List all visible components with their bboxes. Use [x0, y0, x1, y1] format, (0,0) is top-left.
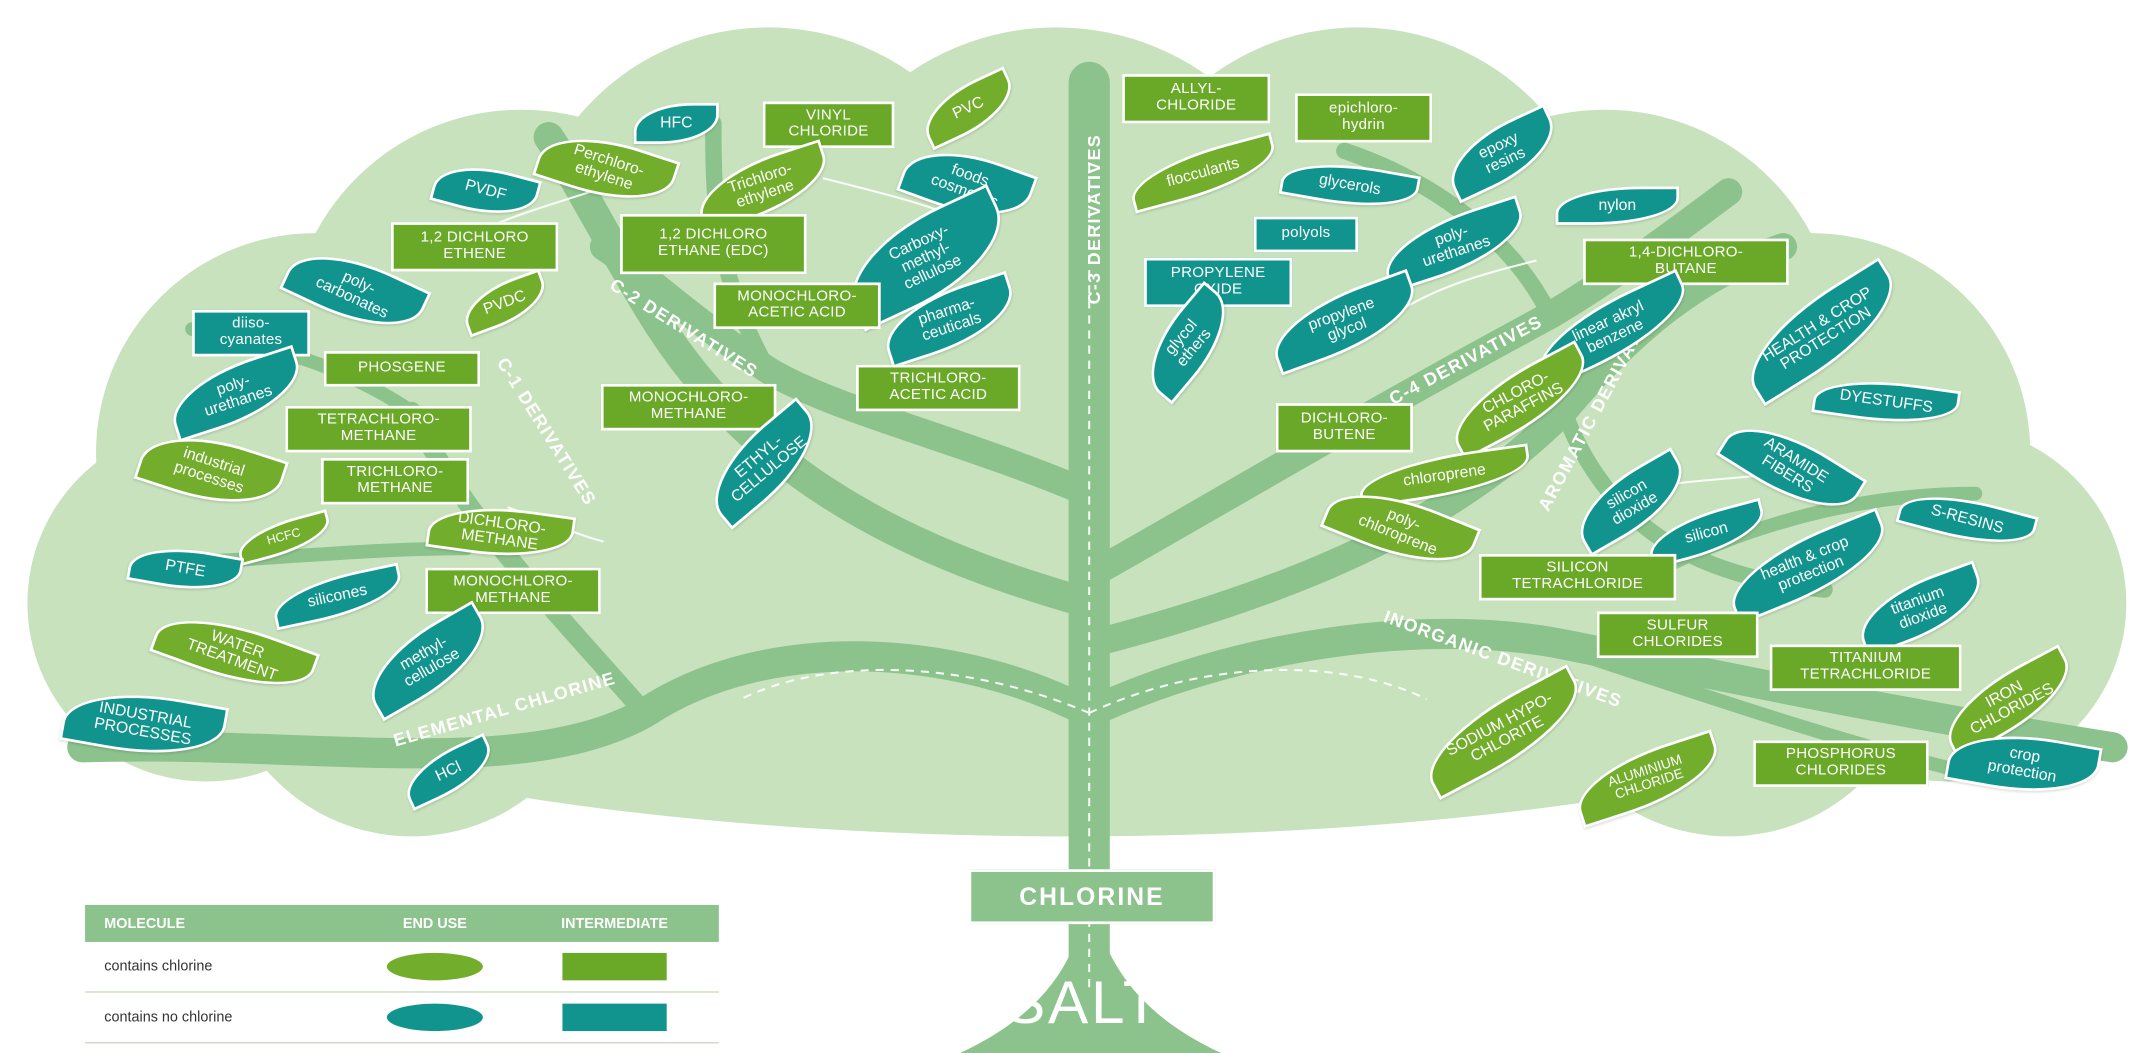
- legend-intermediate-swatch-cell: [510, 952, 719, 981]
- node-dichlorobutene: DICHLORO- BUTENE: [1275, 403, 1413, 453]
- legend-row-no-chlorine: contains no chlorine: [85, 993, 719, 1044]
- node-sulfur-chlorides: SULFUR CHLORIDES: [1596, 611, 1759, 659]
- branch-label-c3: C-3 DERIVATIVES: [1083, 133, 1105, 305]
- legend-row-label: contains no chlorine: [104, 1009, 233, 1026]
- legend-rect-swatch-teal: [562, 1003, 667, 1032]
- node-polyols: polyols: [1253, 216, 1359, 253]
- legend-header-end-use: END USE: [402, 915, 467, 932]
- node-phosgene: PHOSGENE: [323, 351, 481, 387]
- node-dichlorobutane: 1,4-DICHLORO- BUTANE: [1583, 238, 1789, 286]
- legend-rect-swatch-green: [562, 952, 667, 981]
- node-trichloroacetic: TRICHLORO- ACETIC ACID: [856, 364, 1021, 412]
- legend: MOLECULE END USE INTERMEDIATE contains c…: [85, 904, 719, 1044]
- node-trichloromethane: TRICHLORO- METHANE: [321, 457, 470, 505]
- node-monochloromethane: MONOCHLORO- METHANE: [425, 567, 601, 615]
- legend-header: MOLECULE END USE INTERMEDIATE: [85, 904, 719, 942]
- legend-leaf-swatch-teal: [386, 1003, 483, 1032]
- trunk-label: CHLORINE: [968, 869, 1216, 925]
- legend-row-label: contains chlorine: [104, 958, 213, 975]
- node-epichlorohydrin: epichloro- hydrin: [1294, 93, 1433, 143]
- node-phosphorus-chlorides: PHOSPHORUS CHLORIDES: [1753, 740, 1929, 788]
- node-monochloroacetic: MONOCHLORO- ACETIC ACID: [713, 282, 881, 330]
- node-dichloroethene: 1,2 DICHLORO ETHENE: [390, 222, 559, 272]
- node-tetrachloromethane: TETRACHLORO- METHANE: [285, 405, 472, 453]
- node-monochloromethane-top: MONOCHLORO- METHANE: [600, 383, 777, 431]
- legend-end-use-swatch-cell: [359, 1003, 510, 1032]
- node-vinyl-chloride: VINYL CHLORIDE: [762, 101, 895, 149]
- legend-header-intermediate: INTERMEDIATE: [561, 915, 669, 932]
- node-allyl-chloride: ALLYL- CHLORIDE: [1122, 74, 1271, 124]
- node-titanium-tetrachloride: TITANIUM TETRACHLORIDE: [1769, 644, 1962, 692]
- node-edc: 1,2 DICHLORO ETHANE (EDC): [620, 213, 807, 275]
- legend-header-molecule: MOLECULE: [104, 915, 186, 932]
- legend-intermediate-swatch-cell: [510, 1003, 719, 1032]
- root-label: SALT: [1004, 969, 1163, 1037]
- legend-leaf-swatch-green: [386, 952, 483, 981]
- legend-end-use-swatch-cell: [359, 952, 510, 981]
- legend-row-chlorine: contains chlorine: [85, 942, 719, 993]
- node-silicon-tetrachloride: SILICON TETRACHLORIDE: [1478, 553, 1677, 601]
